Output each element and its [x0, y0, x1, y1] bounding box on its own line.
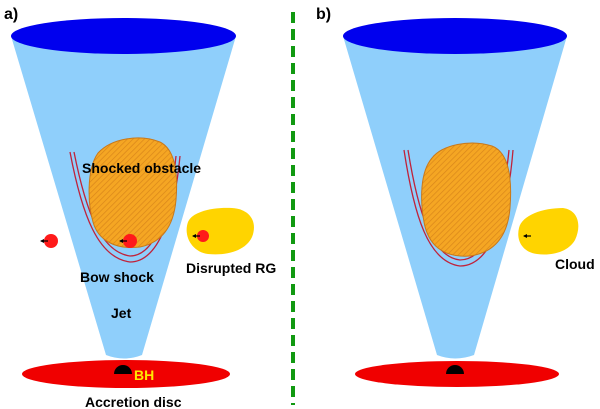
star-left [44, 234, 58, 248]
cloud-label: Cloud [555, 256, 595, 272]
disrupted-rg-label: Disrupted RG [186, 260, 276, 276]
cloud-arrowhead [523, 234, 527, 238]
black-hole-b [446, 365, 464, 374]
disrupted-rg-core [197, 230, 209, 242]
disrupted-rg-arrowhead [192, 234, 196, 238]
cloud [518, 208, 579, 255]
star-center [123, 234, 137, 248]
shocked-obstacle [88, 137, 178, 249]
black-hole [114, 365, 132, 374]
shocked-obstacle-label: Shocked obstacle [82, 160, 201, 176]
jet-top-cap-b [343, 18, 567, 54]
panel-a: a) BH Shocked obstacle Bow shock Disrupt… [4, 6, 276, 409]
bow-shock-label: Bow shock [80, 269, 154, 285]
panel-b-label: b) [316, 6, 331, 23]
obstacle-b [421, 142, 512, 257]
disrupted-rg-envelope [186, 207, 254, 255]
jet-top-cap [11, 18, 236, 54]
panel-a-label: a) [4, 6, 18, 23]
panel-b: b) Cloud [316, 6, 595, 387]
star-center-arrowhead [119, 239, 123, 243]
star-left-arrowhead [40, 239, 44, 243]
accretion-disc-label: Accretion disc [85, 394, 182, 409]
jet-label: Jet [111, 305, 132, 321]
bh-label: BH [134, 367, 154, 383]
